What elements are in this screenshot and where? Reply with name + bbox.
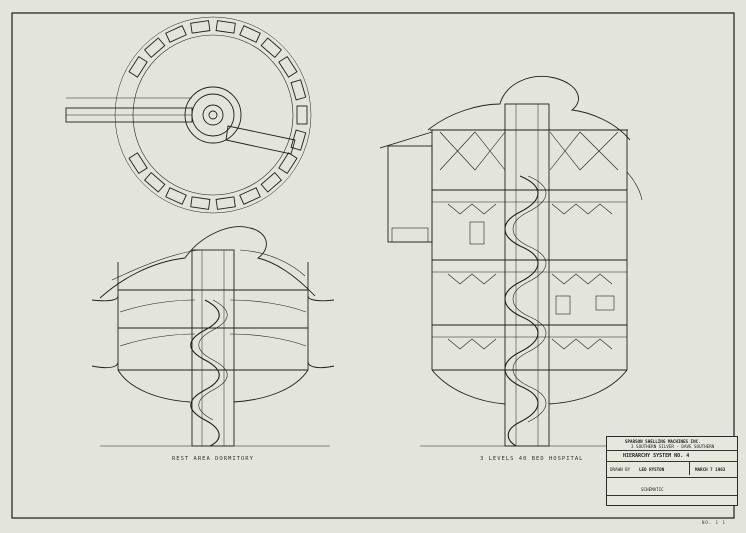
sheet-border (11, 12, 735, 519)
plan-room-cell (165, 25, 187, 43)
plan-room-cell (296, 105, 308, 125)
dormitory-section (91, 226, 335, 447)
circular-plan-view (65, 16, 312, 214)
plan-room-cell (128, 152, 148, 174)
title-block-company-sub: 3 SOUTHERN SILVER - DAVE SOUTHERN (631, 444, 715, 449)
hospital-section (379, 76, 643, 447)
title-block: SPARSON SHELLING MACHINES INC. 3 SOUTHER… (606, 436, 738, 506)
plan-room-cell (278, 56, 298, 78)
plan-room-cell (239, 25, 261, 43)
plan-room-cell (278, 152, 298, 174)
plan-room-cell (143, 37, 166, 59)
plan-room-cells (128, 20, 308, 210)
title-block-drawn-by: LEO RYSTON (639, 467, 665, 472)
plan-room-cell (290, 129, 307, 151)
plan-room-cell (239, 187, 261, 205)
plan-room-cell (215, 196, 236, 210)
plan-room-cell (190, 196, 211, 210)
right-elevation-caption: 3 LEVELS 40 BED HOSPITAL (480, 456, 584, 462)
left-elevation-caption: REST AREA DORMITORY (172, 456, 254, 462)
title-block-date: MARCH 7 1963 (695, 467, 726, 472)
plan-room-cell (260, 171, 283, 193)
plan-room-cell (128, 56, 148, 78)
title-block-drawn-label: DRAWN BY (610, 467, 631, 472)
plan-room-cell (215, 20, 236, 34)
title-block-company: SPARSON SHELLING MACHINES INC. (625, 439, 701, 444)
plan-room-cell (143, 171, 166, 193)
sheet-number: NO. 1 1 (702, 520, 726, 525)
plan-room-cell (290, 79, 307, 101)
plan-room-cell (165, 187, 187, 205)
plan-room-cell (190, 20, 211, 34)
title-block-project: HIERARCHY SYSTEM NO. 4 (623, 453, 690, 459)
plan-room-cell (260, 37, 283, 59)
title-block-notes: SCHEMATIC (641, 487, 664, 492)
